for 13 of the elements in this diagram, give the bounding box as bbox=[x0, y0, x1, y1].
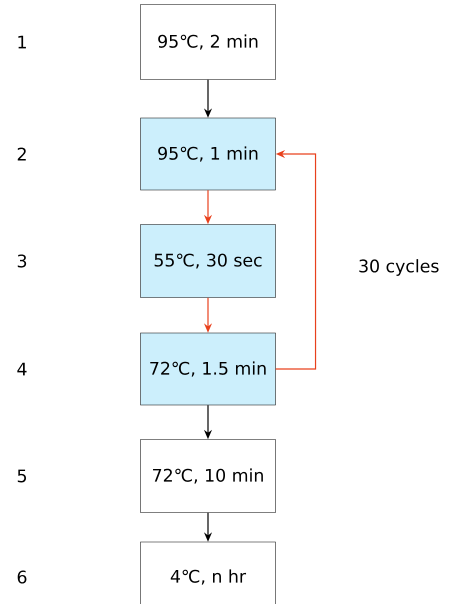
step-number: 1 bbox=[18, 36, 26, 48]
step-number: 5 bbox=[18, 470, 26, 482]
step-number: 2 bbox=[18, 148, 26, 160]
step-number: 4 bbox=[17, 362, 27, 376]
step-box: 55℃, 30 sec bbox=[140, 224, 276, 298]
step-box: 72℃, 10 min bbox=[140, 439, 276, 513]
step-box: 4℃, n hr bbox=[140, 542, 276, 604]
step-box: 95℃, 2 min bbox=[140, 4, 276, 80]
step-number: 6 bbox=[18, 570, 26, 584]
step-box: 72℃, 1.5 min bbox=[140, 332, 276, 406]
step-number: 3 bbox=[18, 254, 26, 268]
edge-label: 30 cycles bbox=[359, 259, 439, 276]
step-box: 95℃, 1 min bbox=[140, 118, 276, 190]
